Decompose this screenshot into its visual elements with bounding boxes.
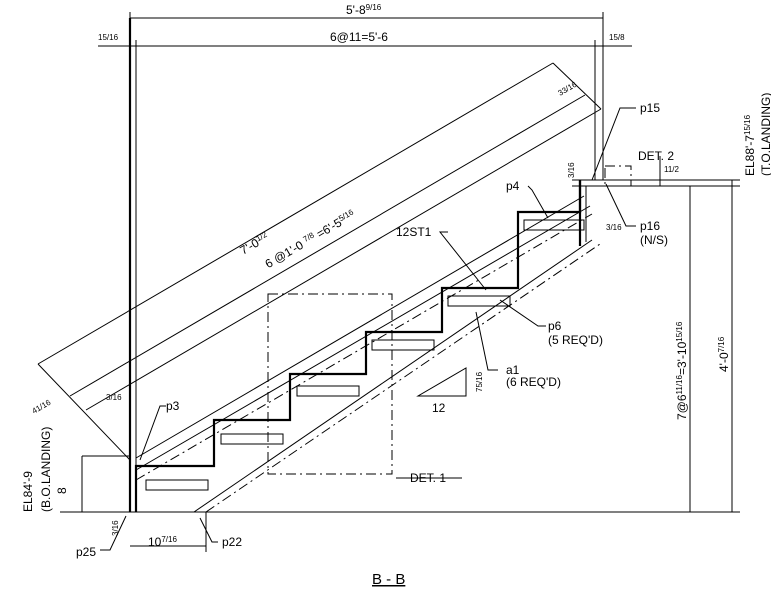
right-offset-label: 15/8: [609, 33, 625, 42]
callout-p4: p4: [506, 179, 520, 193]
tread-4: [371, 339, 435, 351]
leader-lines: [100, 107, 636, 551]
tread-5: [447, 295, 511, 307]
view-title: B - B: [372, 571, 405, 588]
left-dimensions: 8 EL84'-9 (B.O.LANDING) 3/16 107/16: [21, 427, 207, 552]
bottom-weld-label: 3/16: [111, 520, 120, 536]
bottom-extension-label: 41/16: [30, 398, 52, 416]
callout-det2: DET. 2: [638, 149, 674, 163]
rise-total-label: 7@611/16=3'-1015/16: [675, 321, 689, 420]
callout-p22: p22: [222, 535, 242, 549]
diag-length-label: 7'-01/2: [237, 230, 271, 258]
bottom-run-label: 107/16: [148, 535, 177, 549]
tread-1: [145, 479, 209, 491]
first-rise-label: 8: [55, 487, 69, 494]
inner-width-label: 6@11=5'-6: [330, 30, 388, 44]
det1-box: [267, 293, 393, 475]
callout-p6-note: (5 REQ'D): [548, 333, 603, 347]
bottom-elevation-label: EL84'-9: [21, 471, 35, 512]
callout-det1: DET. 1: [410, 471, 446, 485]
right-dimensions: 7@611/16=3'-1015/16 4'-07/16 11/2 EL88'-…: [567, 93, 771, 513]
callout-p6: p6: [548, 319, 562, 333]
overall-width-dimension: 5'-89/16: [129, 3, 604, 30]
slope-triangle: 75/16 12: [416, 367, 484, 415]
top-extension-label: 33/16: [556, 80, 578, 98]
callout-p3: p3: [166, 399, 180, 413]
callout-p16: p16: [640, 219, 660, 233]
callout-p16-note: (N/S): [640, 233, 668, 247]
callout-p15: p15: [640, 101, 660, 115]
weld-right-label: 3/16: [606, 223, 622, 232]
top-elevation-note: (T.O.LANDING): [759, 93, 771, 176]
tread-3: [296, 385, 360, 397]
stringer-12st1: [135, 195, 601, 513]
steps: [134, 180, 585, 512]
top-elevation-label: EL88'-715/16: [743, 114, 757, 176]
diag-run-label: 6 @1'-0 7/8 =6'-55/16: [263, 207, 358, 271]
overall-width-label: 5'-89/16: [346, 3, 382, 17]
height-total-label: 4'-07/16: [717, 336, 731, 372]
callout-p25: p25: [76, 545, 96, 559]
tread-2: [220, 433, 284, 445]
weld-top-label: 3/16: [567, 162, 576, 178]
bottom-elevation-note: (B.O.LANDING): [39, 427, 53, 512]
post-lines: [128, 18, 604, 512]
callout-a1: a1: [506, 363, 520, 377]
left-offset-label: 15/16: [98, 33, 119, 42]
callout-stringer: 12ST1: [396, 225, 432, 239]
det2-box: [604, 165, 632, 187]
diagonal-dimensions: 7'-01/2 6 @1'-0 7/8 =6'-55/16 33/16 41/1…: [30, 62, 602, 461]
slope-run-label: 12: [432, 401, 446, 415]
tread-6: [523, 219, 585, 231]
callout-a1-note: (6 REQ'D): [506, 375, 561, 389]
landing-depth-label: 11/2: [664, 165, 680, 174]
inner-width-dimension: 6@11=5'-6 15/16 15/8: [98, 30, 632, 52]
stringer-gap-label: 3/16: [106, 393, 122, 402]
callouts: p15 DET. 2 p16 (N/S) p4 p3 12ST1 p6 (5 R…: [76, 101, 674, 559]
slope-rise-label: 75/16: [475, 371, 484, 392]
